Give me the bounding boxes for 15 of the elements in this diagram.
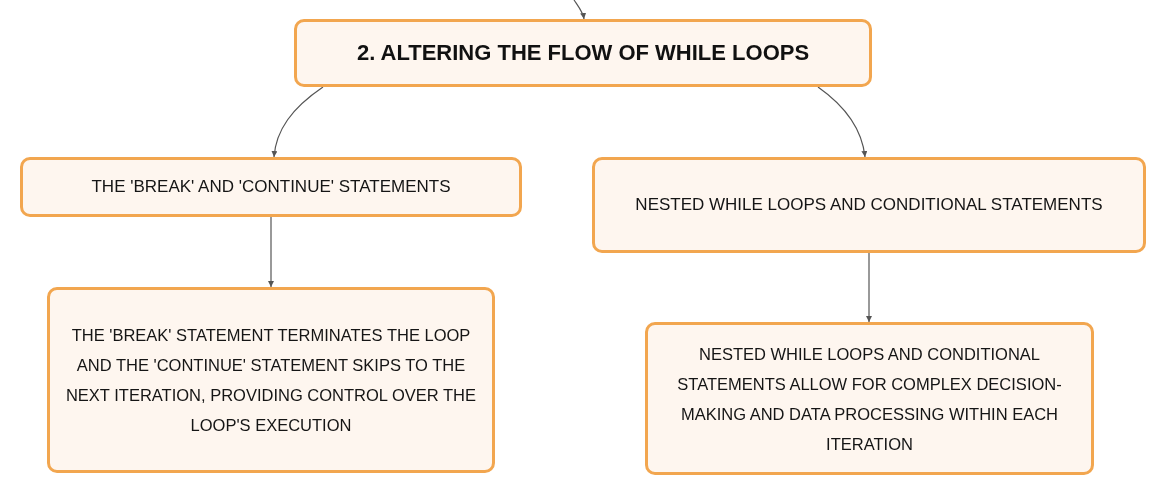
arrow (268, 216, 274, 288)
description-text: NESTED WHILE LOOPS AND CONDITIONAL STATEMENTS ALLOW FOR COMPLEX DECISION-MAKING AND DATA PROCESSING WITHIN EACH ITERATION (676, 343, 1063, 455)
subtopic-box (20, 157, 522, 217)
description-text: THE 'BREAK' STATEMENT TERMINATES THE LOOP AND THE 'CONTINUE' STATEMENT SKIPS TO THE NEXT ITERATION, PROVIDING CONTROL OVER THE LOOP'S EXECUTION (64, 325, 478, 436)
description-box (645, 322, 1094, 475)
arrow (866, 252, 872, 323)
arrow (271, 86, 324, 158)
description-box (47, 287, 495, 473)
subtopic-text: NESTED WHILE LOOPS AND CONDITIONAL STATEMENTS (635, 194, 1103, 216)
arrow (573, 0, 586, 20)
arrow (817, 86, 868, 158)
topic-title: 2. ALTERING THE FLOW OF WHILE LOOPS (356, 39, 810, 67)
topic-box (294, 19, 872, 87)
subtopic-text: THE 'BREAK' AND 'CONTINUE' STATEMENTS (91, 176, 451, 198)
subtopic-box (592, 157, 1146, 253)
